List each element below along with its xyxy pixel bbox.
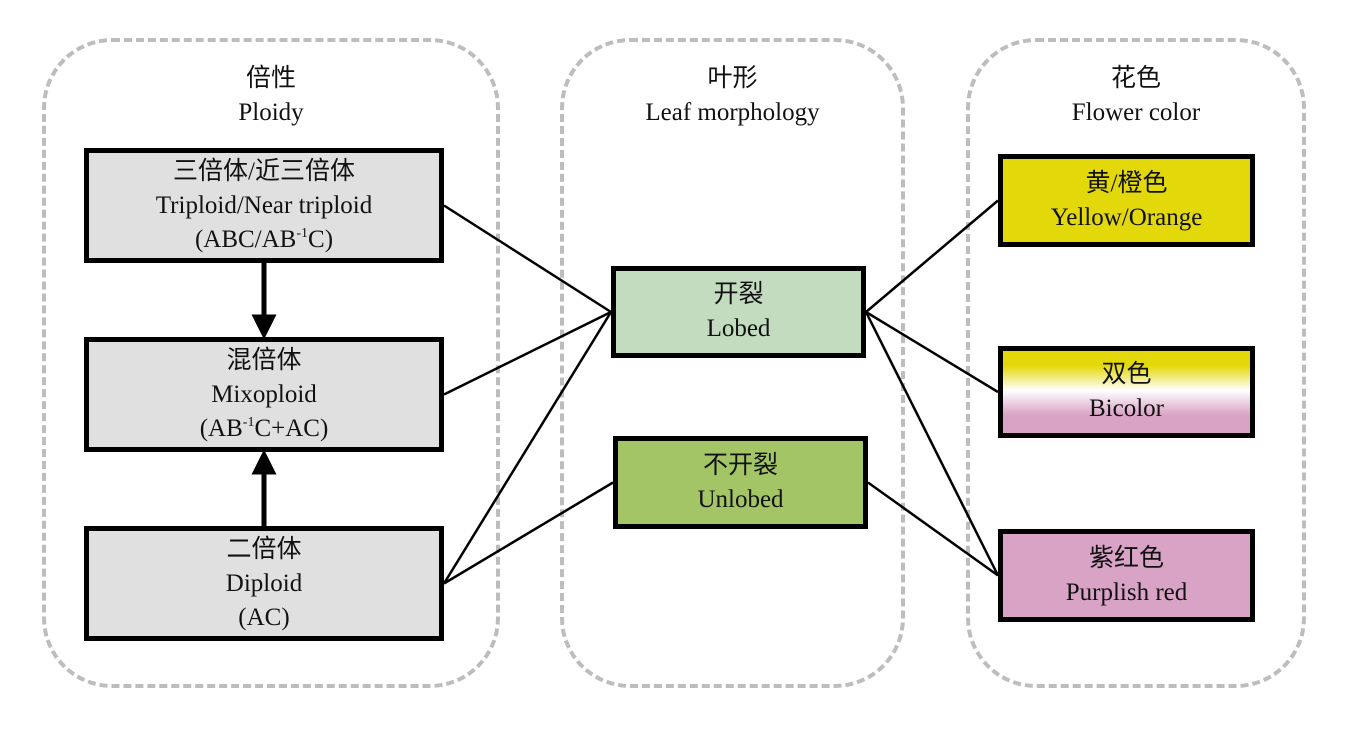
edge-lobed-to-purplish [864,311,1000,577]
triploid-en: Triploid/Near triploid [155,191,373,219]
triploid-cn: 三倍体/近三倍体 [173,157,355,185]
leaf-group-title: 叶形 Leaf morphology [560,62,905,130]
leaf-title-cn: 叶形 [707,65,758,92]
edge-mixoploid-to-lobed [443,310,612,396]
mixoploid-cn: 混倍体 [226,346,302,374]
edge-lobed-to-yellow [865,199,999,313]
flower-title-en: Flower color [1071,99,1201,126]
flower-title-cn: 花色 [1110,65,1161,92]
bicolor-cn: 双色 [1101,361,1152,388]
diploid-formula: (AC) [238,603,290,631]
node-triploid: 三倍体/近三倍体 Triploid/Near triploid (ABC/AB-… [84,148,444,263]
ploidy-title-en: Ploidy [238,99,304,126]
diploid-cn: 二倍体 [226,535,302,563]
purplish-cn: 紫红色 [1088,544,1164,572]
lobed-en: Lobed [706,315,771,342]
leaf-morphology-group [560,38,905,688]
edge-diploid-to-lobed [442,311,613,585]
ploidy-group [42,38,500,688]
lobed-cn: 开裂 [713,281,764,308]
node-purplish-red: 紫红色 Purplish red [998,529,1255,622]
leaf-title-en: Leaf morphology [645,99,820,126]
unlobed-cn: 不开裂 [702,451,778,479]
edge-triploid-to-lobed [443,204,612,314]
node-unlobed: 不开裂 Unlobed [613,436,868,529]
edge-lobed-to-bicolor [865,310,999,394]
yellow-en: Yellow/Orange [1050,203,1203,231]
node-bicolor: 双色 Bicolor [998,346,1255,438]
yellow-cn: 黄/橙色 [1085,169,1168,197]
mixoploid-en: Mixoploid [211,380,317,408]
bicolor-en: Bicolor [1089,395,1164,422]
ploidy-title-cn: 倍性 [245,65,296,92]
flower-color-group [966,38,1306,688]
unlobed-en: Unlobed [697,485,784,513]
node-lobed: 开裂 Lobed [611,266,866,358]
ploidy-group-title: 倍性 Ploidy [42,62,500,130]
node-diploid: 二倍体 Diploid (AC) [84,526,444,641]
edge-diploid-to-unlobed [443,481,614,585]
node-mixoploid: 混倍体 Mixoploid (AB-1C+AC) [84,337,444,452]
edge-unlobed-to-purplish [867,481,999,577]
triploid-formula: (ABC/AB-1C) [194,225,334,253]
purplish-en: Purplish red [1065,578,1188,606]
node-yellow-orange: 黄/橙色 Yellow/Orange [998,154,1255,247]
diploid-en: Diploid [225,569,303,597]
mixoploid-formula: (AB-1C+AC) [199,414,329,442]
flower-group-title: 花色 Flower color [966,62,1306,130]
